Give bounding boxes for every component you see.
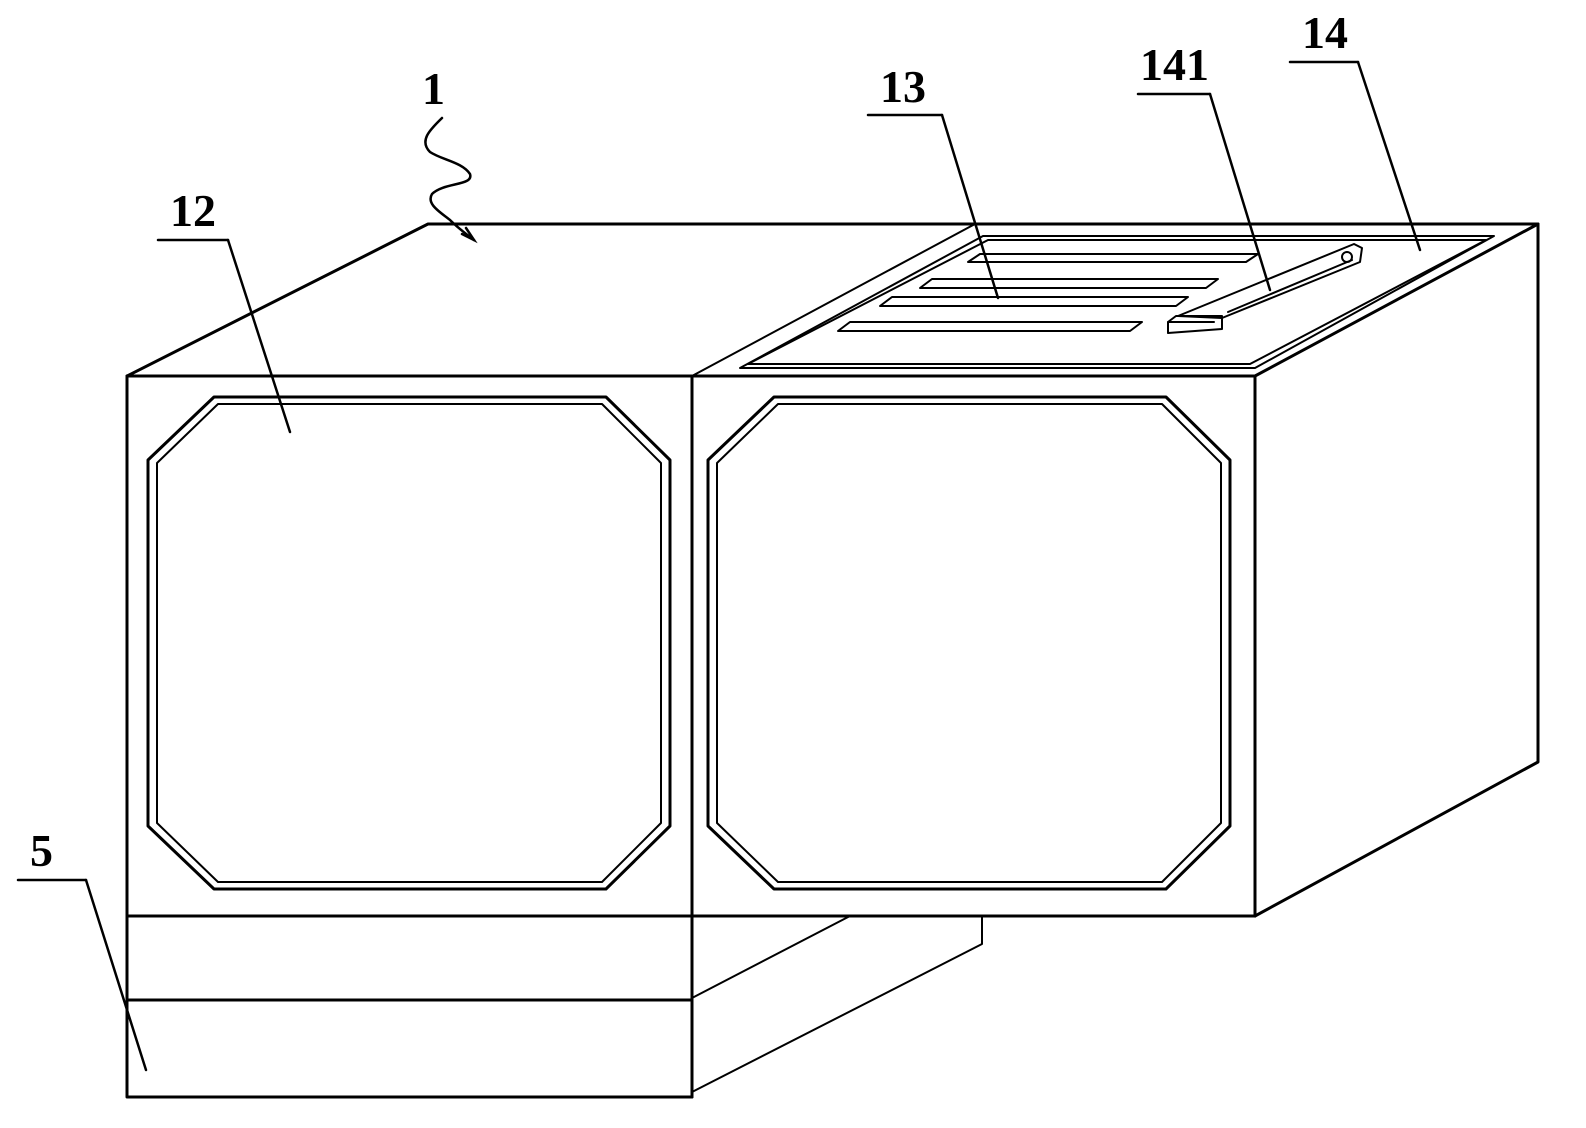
label-1: 1 [422,63,445,114]
label-13: 13 [880,61,926,112]
window-panel-right [706,395,1232,891]
window-panel-left [146,395,672,891]
leader-5 [84,878,148,1072]
housing-body [125,222,1540,1099]
leader-1 [424,116,476,242]
top-divider-edge [691,223,976,377]
top-panel-frame [739,235,1495,369]
leader-141 [1208,92,1272,292]
base [125,914,983,1099]
leader-lines [16,60,1422,1072]
leader-14 [1356,60,1422,252]
label-12: 12 [170,185,216,236]
leader-13 [940,113,1000,300]
leader-12 [226,238,292,434]
label-14: 14 [1302,7,1348,58]
vent-slots [837,253,1259,332]
top-face [125,222,1540,378]
right-face [1253,222,1540,918]
reference-labels: 1 12 13 141 14 5 [30,7,1348,876]
slot-handle [1167,243,1363,334]
label-141: 141 [1140,39,1209,90]
label-5: 5 [30,825,53,876]
